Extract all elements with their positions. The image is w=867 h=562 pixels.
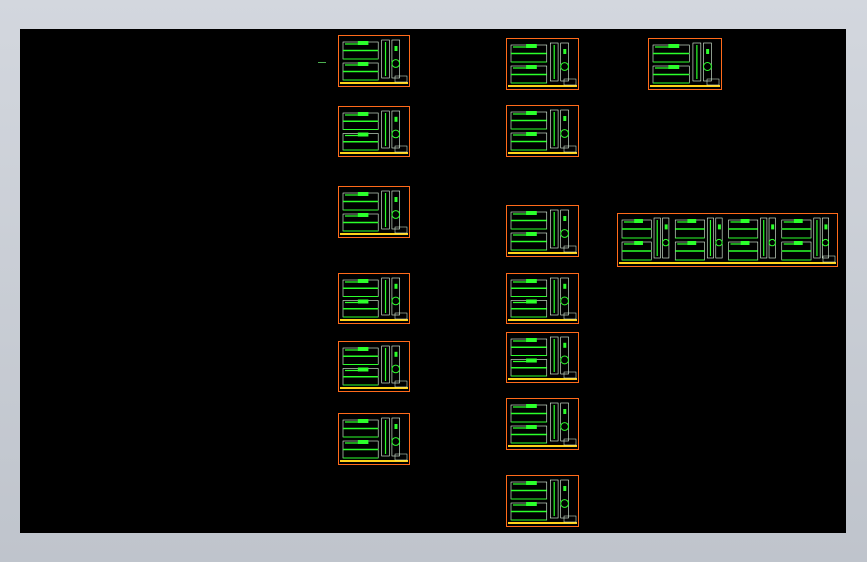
drawing-sheet-c2-7[interactable]: [506, 475, 579, 527]
sheet-linework: [508, 209, 577, 254]
crosshair-marker: [318, 62, 326, 63]
drawing-sheet-c2-4[interactable]: [506, 273, 579, 324]
drawing-sheet-c2-3[interactable]: [506, 205, 579, 257]
sheet-linework: [340, 345, 408, 389]
sheet-linework: [340, 39, 408, 84]
drawing-sheet-c3-1[interactable]: [648, 38, 722, 90]
drawing-sheet-c2-6[interactable]: [506, 398, 579, 450]
drawing-sheet-c2-1[interactable]: [506, 38, 579, 90]
drawing-sheet-wide[interactable]: [617, 213, 838, 267]
sheet-linework: [650, 42, 720, 87]
cad-drawing-canvas[interactable]: [20, 29, 846, 533]
drawing-sheet-c1-3[interactable]: [338, 186, 410, 238]
drawing-sheet-c1-6[interactable]: [338, 413, 410, 465]
drawing-sheet-c1-4[interactable]: [338, 273, 410, 324]
drawing-sheet-c2-5[interactable]: [506, 332, 579, 383]
drawing-sheet-c2-2[interactable]: [506, 105, 579, 157]
drawing-sheet-c1-1[interactable]: [338, 35, 410, 87]
sheet-linework: [340, 190, 408, 235]
sheet-linework: [508, 479, 577, 524]
drawing-sheet-c1-5[interactable]: [338, 341, 410, 392]
sheet-linework: [508, 402, 577, 447]
sheet-linework: [508, 42, 577, 87]
sheet-linework: [508, 109, 577, 154]
sheet-linework: [340, 417, 408, 462]
sheet-linework: [508, 277, 577, 321]
sheet-linework: [619, 217, 836, 264]
sheet-linework: [340, 277, 408, 321]
drawing-sheet-c1-2[interactable]: [338, 106, 410, 157]
sheet-linework: [508, 336, 577, 380]
sheet-linework: [340, 110, 408, 154]
